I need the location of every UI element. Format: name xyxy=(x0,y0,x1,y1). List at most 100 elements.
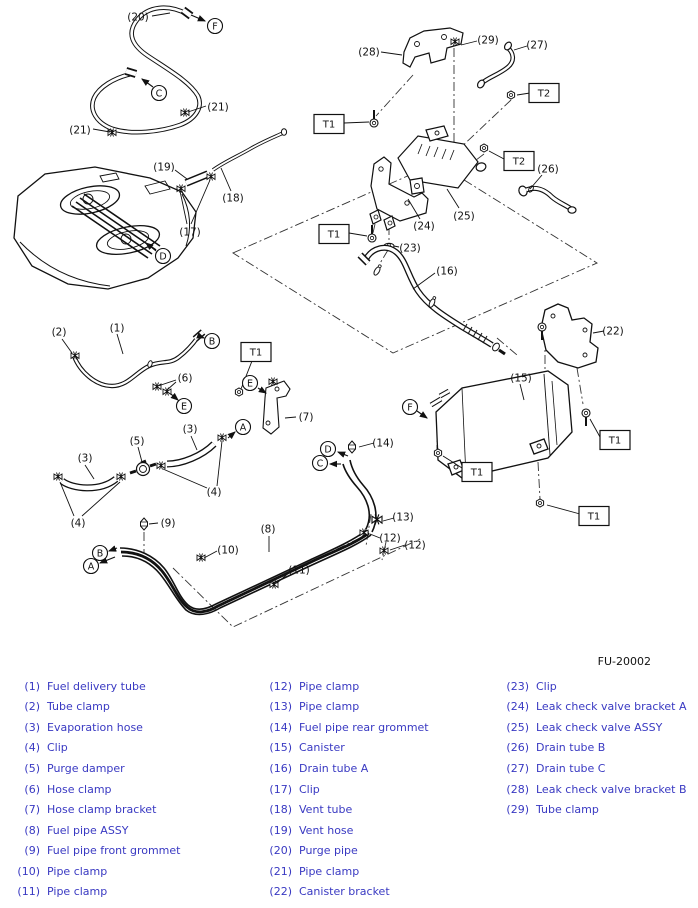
part-callout: (10) xyxy=(217,545,239,557)
legend-item-label[interactable]: Fuel pipe rear grommet xyxy=(299,720,429,734)
torque-box-label: T1 xyxy=(608,436,621,447)
part-callout: (27) xyxy=(526,40,548,52)
legend-column: (23) Clip (24)Leak check valve bracket A (2… xyxy=(495,676,695,820)
legend-item-label[interactable]: Purge pipe xyxy=(299,844,358,858)
legend-item: (8) Fuel pipe ASSY xyxy=(6,820,246,841)
legend-column: (12)Pipe clamp(13)Pipe clamp(14)Fuel pip… xyxy=(258,676,488,902)
torque-box-label: T1 xyxy=(470,468,483,479)
legend-item-label[interactable]: Pipe clamp xyxy=(299,700,360,714)
part-callout: (22) xyxy=(602,326,624,338)
connection-letter-label: A xyxy=(240,422,247,433)
legend-item-label[interactable]: Vent hose xyxy=(299,823,354,837)
legend-item-label[interactable]: Clip xyxy=(47,741,68,755)
legend-item-label[interactable]: Leak check valve ASSY xyxy=(536,720,663,734)
part-callout: (9) xyxy=(161,518,176,530)
legend-item-number: (18) xyxy=(269,803,292,817)
connection-letter: E xyxy=(175,397,193,415)
legend-item: (2)Tube clamp xyxy=(6,697,246,718)
legend-item-label[interactable]: Hose clamp xyxy=(47,782,112,796)
part-callout: (4) xyxy=(207,487,222,499)
part-callout: (15) xyxy=(510,373,532,385)
legend-item-number: (23) xyxy=(506,679,529,693)
torque-box-label: T2 xyxy=(537,89,550,100)
legend-item: (24)Leak check valve bracket A xyxy=(495,697,695,718)
legend-item-label[interactable]: Purge damper xyxy=(47,761,125,775)
fuel-tank-drawing xyxy=(13,166,197,290)
legend-item-label[interactable]: Drain tube A xyxy=(299,761,369,775)
legend-item-label[interactable]: Drain tube C xyxy=(536,761,606,775)
part-callout: (6) xyxy=(178,373,193,385)
legend-item-label[interactable]: Hose clamp bracket xyxy=(47,803,157,817)
connection-letter-label: E xyxy=(181,401,187,412)
legend-item-number: (15) xyxy=(269,741,292,755)
legend-item-label[interactable]: Pipe clamp xyxy=(299,679,360,693)
legend-item-label[interactable]: Pipe clamp xyxy=(47,885,108,899)
legend-item-number: (21) xyxy=(269,864,292,878)
connection-letter-label: C xyxy=(156,88,163,99)
legend-item-label[interactable]: Canister xyxy=(299,741,345,755)
connection-letter-label: F xyxy=(212,21,217,32)
legend-item-label[interactable]: Evaporation hose xyxy=(47,720,143,734)
legend-item: (6) Hose clamp xyxy=(6,779,246,800)
part-callout: (21) xyxy=(69,125,91,137)
bracket-a-shape xyxy=(370,156,429,222)
legend-item: (3)Evaporation hose xyxy=(6,717,246,738)
torque-box: T1 xyxy=(461,461,493,483)
legend-item: (27)Drain tube C xyxy=(495,758,695,779)
purge-damper-shape xyxy=(129,459,157,477)
part-callout: (12) xyxy=(379,533,401,545)
part-callout: (28) xyxy=(358,47,380,59)
legend-item: (5) Purge damper xyxy=(6,758,246,779)
canister-drawing xyxy=(429,303,599,508)
torque-box-label: T2 xyxy=(512,157,525,168)
legend-item-label[interactable]: Leak check valve bracket B xyxy=(536,782,687,796)
legend-item-label[interactable]: Clip xyxy=(536,679,557,693)
legend-item: (10)Pipe clamp xyxy=(6,861,246,882)
legend-item: (29)Tube clamp xyxy=(495,799,695,820)
legend-item-number: (12) xyxy=(269,679,292,693)
legend-item-number: (8) xyxy=(24,823,40,837)
legend-item-label[interactable]: Pipe clamp xyxy=(299,864,360,878)
legend-item-label[interactable]: Leak check valve bracket A xyxy=(536,700,687,714)
connection-letter-label: A xyxy=(88,561,95,572)
legend-item: (1)Fuel delivery tube xyxy=(6,676,246,697)
connection-letter-label: B xyxy=(209,336,216,347)
torque-box-label: T1 xyxy=(327,230,340,241)
legend-item-label[interactable]: Fuel delivery tube xyxy=(47,679,146,693)
legend-item-label[interactable]: Vent tube xyxy=(299,803,353,817)
legend-item-number: (28) xyxy=(506,782,529,796)
legend-item-label[interactable]: Fuel pipe ASSY xyxy=(47,823,129,837)
torque-box-label: T1 xyxy=(587,512,600,523)
part-callout: (3) xyxy=(183,424,198,436)
leak-check-valve-drawing xyxy=(367,27,577,250)
part-callout: (23) xyxy=(399,243,421,255)
fuel-pipe-assy-drawing xyxy=(119,440,389,616)
evaporation-hose-drawing xyxy=(53,433,227,492)
part-callout: (12) xyxy=(404,540,426,552)
connection-letter: C xyxy=(311,454,329,472)
legend-item-label[interactable]: Canister bracket xyxy=(299,885,390,899)
legend-item-label[interactable]: Tube clamp xyxy=(536,803,599,817)
legend-item-label[interactable]: Drain tube B xyxy=(536,741,606,755)
connection-letter-label: F xyxy=(407,402,412,413)
legend-item-number: (20) xyxy=(269,844,292,858)
torque-box: T2 xyxy=(528,82,560,104)
part-callout: (11) xyxy=(288,565,310,577)
legend-item-number: (6) xyxy=(24,782,40,796)
legend-item: (13)Pipe clamp xyxy=(258,697,488,718)
legend-item-number: (19) xyxy=(269,823,292,837)
legend-item-label[interactable]: Pipe clamp xyxy=(47,864,108,878)
legend-item: (15) Canister xyxy=(258,738,488,759)
legend-item-label[interactable]: Fuel pipe front grommet xyxy=(47,844,181,858)
legend-item: (4) Clip xyxy=(6,738,246,759)
part-callout: (26) xyxy=(537,164,559,176)
legend-item-label[interactable]: Tube clamp xyxy=(47,700,110,714)
torque-box-label: T1 xyxy=(322,120,335,131)
legend-item-number: (4) xyxy=(24,741,40,755)
legend-item-label[interactable]: Clip xyxy=(299,782,320,796)
legend-item-number: (9) xyxy=(24,844,40,858)
connection-letter-label: D xyxy=(159,251,166,262)
legend-item-number: (5) xyxy=(24,761,40,775)
part-callout: (8) xyxy=(261,524,276,536)
